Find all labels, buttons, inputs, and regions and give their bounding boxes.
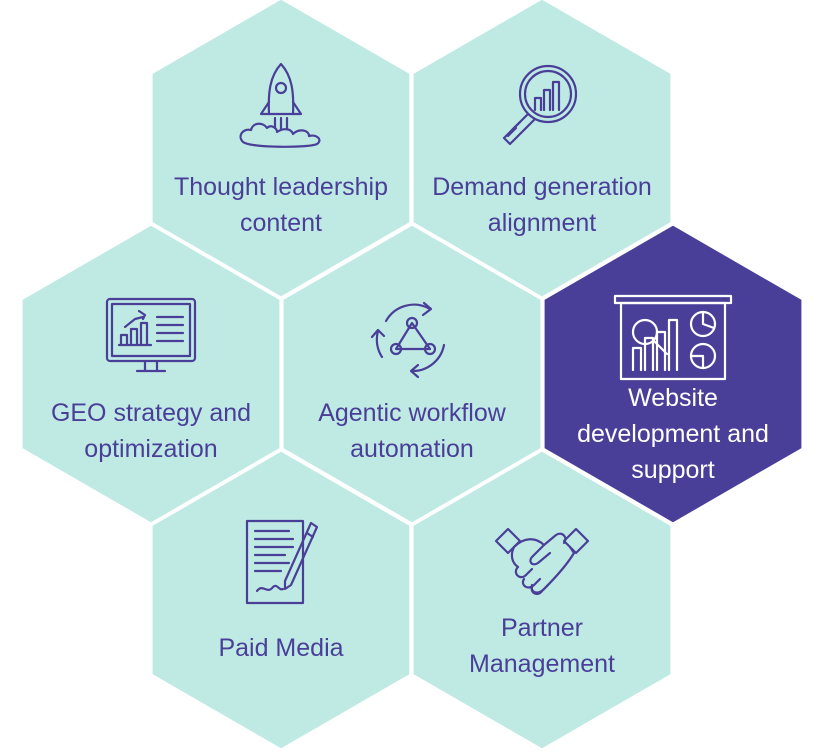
dashboard-board-icon: [613, 294, 733, 381]
tile-label-geo-strategy: optimization: [84, 435, 217, 463]
tiles-layer: Thought leadership content Demand generati…: [19, 0, 805, 752]
tile-label-demand-generation: Demand generation: [432, 173, 652, 201]
tile-label-agentic-workflow: automation: [350, 435, 474, 463]
document-pen-icon: [245, 519, 319, 605]
hex-tile-thought-leadership: Thought leadership content: [149, 0, 413, 300]
tile-label-agentic-workflow: Agentic workflow: [318, 399, 507, 427]
hex-tile-demand-generation: Demand generation alignment: [410, 0, 674, 300]
tile-label-website-development: development and: [577, 420, 769, 448]
tile-label-website-development: support: [631, 456, 714, 484]
tile-label-partner-management: Partner: [501, 614, 583, 642]
tile-label-thought-leadership: content: [240, 209, 322, 237]
monitor-chart-icon: [105, 297, 197, 373]
hex-tile-geo-strategy: GEO strategy and optimization: [19, 222, 283, 526]
handshake-icon: [494, 527, 590, 596]
hex-tile-website-development: Website development and support: [541, 222, 805, 526]
tile-label-paid-media: Paid Media: [218, 634, 343, 662]
workflow-cycle-icon: [370, 301, 446, 379]
magnifier-chart-icon: [502, 64, 578, 146]
tile-label-website-development: Website: [628, 384, 718, 412]
hex-tile-paid-media: Paid Media: [149, 448, 413, 752]
tile-label-partner-management: Management: [469, 650, 615, 678]
tile-label-demand-generation: alignment: [488, 209, 596, 237]
tile-label-thought-leadership: Thought leadership: [174, 173, 388, 201]
tile-label-geo-strategy: GEO strategy and: [51, 399, 251, 427]
hex-tile-agentic-workflow: Agentic workflow automation: [280, 222, 544, 526]
rocket-icon: [239, 62, 321, 148]
hex-shape-partner-management: [410, 448, 674, 752]
